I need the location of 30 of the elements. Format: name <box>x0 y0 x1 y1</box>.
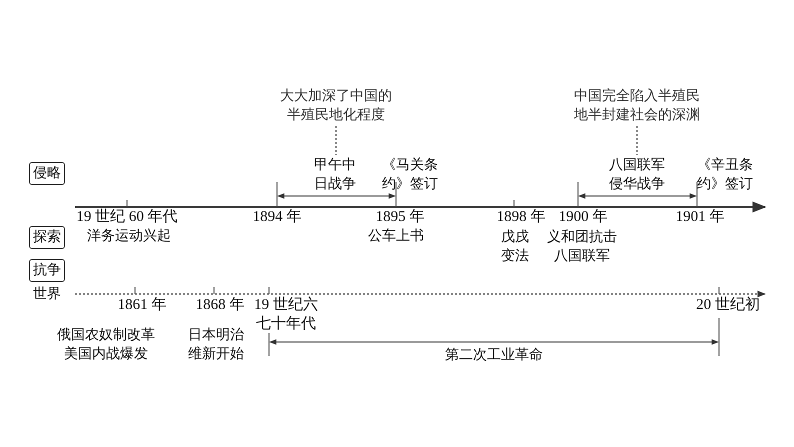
event-text: 美国内战爆发 <box>64 345 148 364</box>
date-label: 1861 年 <box>118 296 166 315</box>
event-text: 洋务运动兴起 <box>87 227 171 246</box>
date-label: 1868 年 <box>196 296 244 315</box>
event-text: 甲午中日战争 <box>314 156 356 194</box>
event-text: 《马关条约》签订 <box>382 156 438 194</box>
note-text: 中国完全陷入半殖民地半封建社会的深渊 <box>574 87 700 125</box>
date-label: 1895 年 <box>376 208 424 227</box>
event-text: 公车上书 <box>368 227 424 246</box>
date-label: 19 世纪六七十年代 <box>253 296 319 334</box>
row-label: 世界 <box>33 285 61 304</box>
event-text: 戊戌变法 <box>501 228 529 266</box>
date-label: 20 世纪初 <box>696 296 760 315</box>
date-label: 1900 年 <box>558 208 608 227</box>
date-label: 1894 年 <box>252 208 302 227</box>
category-tag: 侵略 <box>29 162 65 185</box>
leader-line <box>636 126 638 155</box>
event-text: 《辛丑条约》签订 <box>697 156 753 194</box>
date-label: 1898 年 <box>496 208 546 227</box>
category-tag: 探索 <box>29 226 65 249</box>
event-text: 第二次工业革命 <box>445 346 543 365</box>
note-text: 大大加深了中国的半殖民地化程度 <box>280 87 392 125</box>
leader-line <box>335 126 337 155</box>
event-text: 义和团抗击八国联军 <box>547 228 617 266</box>
event-text: 日本明治维新开始 <box>188 326 244 364</box>
event-text: 八国联军侵华战争 <box>609 156 665 194</box>
date-label: 1901 年 <box>676 208 724 227</box>
category-tag: 抗争 <box>29 259 65 282</box>
event-text: 俄国农奴制改革 <box>57 326 155 345</box>
date-label: 19 世纪 60 年代 <box>76 208 178 227</box>
